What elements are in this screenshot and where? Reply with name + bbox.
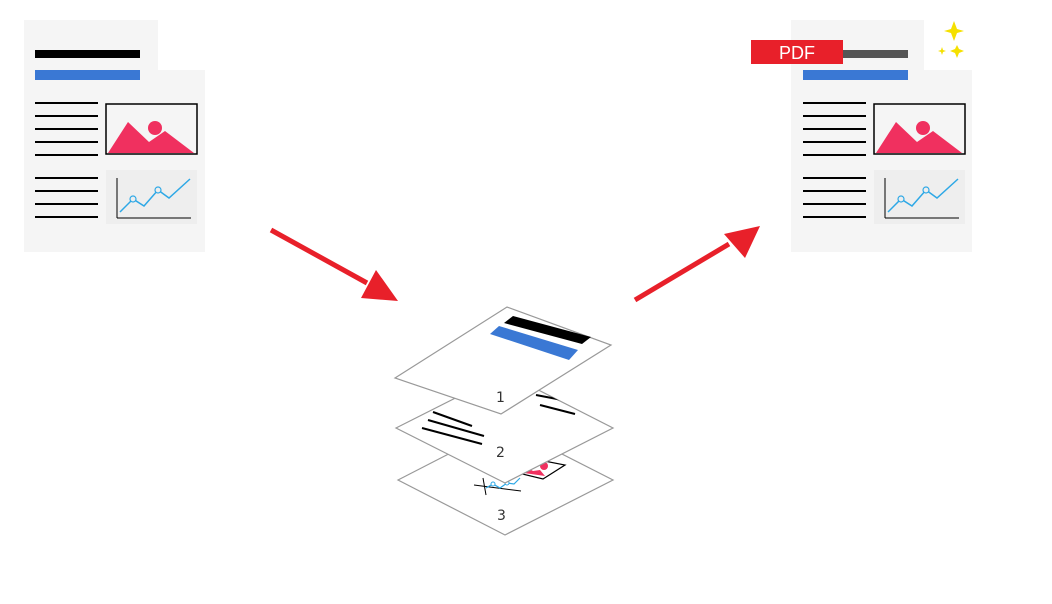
source-document: [24, 20, 205, 252]
line-chart-icon: [106, 170, 197, 224]
arrow-to-layers: [269, 227, 398, 301]
subtitle-bar: [803, 70, 908, 80]
layer-stack: 3 2 1: [393, 306, 615, 536]
subtitle-bar: [35, 70, 140, 80]
pdf-badge: PDF: [751, 40, 843, 64]
arrow-to-pdf: [633, 226, 760, 303]
layer-1: 1: [393, 306, 613, 415]
image-icon: [105, 103, 198, 155]
output-pdf-document: PDF: [751, 20, 972, 252]
line-chart-icon: [874, 170, 965, 224]
title-bar: [803, 50, 908, 58]
layer-1-title-bar: [504, 316, 591, 344]
layer-number: 1: [496, 390, 505, 406]
image-icon: [873, 103, 966, 155]
title-bar: [35, 50, 140, 58]
layer-number: 3: [497, 508, 506, 524]
text-lines: [803, 102, 866, 218]
text-lines: [35, 102, 98, 218]
layer-2-text-lines: [421, 394, 579, 445]
pdf-badge-label: PDF: [779, 43, 815, 63]
layer-1-subtitle-bar: [490, 326, 578, 360]
layer-number: 2: [496, 445, 505, 461]
sparkle-icon: [938, 21, 964, 58]
